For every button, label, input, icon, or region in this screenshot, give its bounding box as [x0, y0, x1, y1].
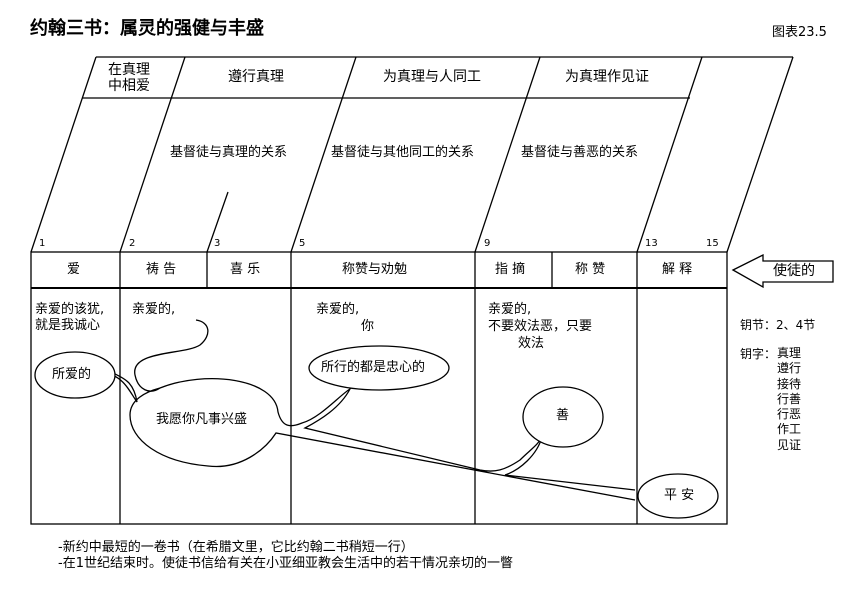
row-label-prayer: 祷 告: [146, 262, 177, 277]
bubble-good-text: 善: [556, 408, 570, 423]
key-word: 接待: [777, 376, 802, 391]
footnote-2: -在1世纪结束时。使徒书信给有关在小亚细亚教会生活中的若干情况亲切的一瞥: [58, 556, 513, 571]
verse-number: 3: [214, 238, 221, 249]
key-words-list: 真理 遵行 接待 行善 行恶 作工 见证: [777, 346, 801, 453]
header-walk-truth: 遵行真理: [228, 69, 284, 85]
row-label-explain: 解 释: [662, 262, 693, 277]
arrow-label: 使徒的: [773, 263, 815, 279]
note-col1-line1: 亲爱的该犹,: [35, 302, 105, 317]
key-word: 行善: [777, 391, 802, 406]
arrow-left-icon: [731, 253, 834, 289]
note-col1-line2: 就是我诚心: [35, 318, 101, 333]
verse-number: 2: [129, 238, 136, 249]
bubble-connector: [111, 371, 138, 403]
key-word: 作工: [777, 422, 802, 437]
key-word: 真理: [777, 346, 802, 360]
relation-truth: 基督徒与真理的关系: [170, 145, 288, 160]
key-word: 见证: [777, 437, 802, 452]
verse-number: 15: [706, 238, 719, 249]
verse-number: 1: [39, 238, 46, 249]
bubble-faithful: [308, 345, 450, 391]
header-love-line2: 中相爱: [108, 78, 150, 94]
table-border: [30, 251, 728, 525]
slant-1: [30, 56, 97, 253]
key-word: 遵行: [777, 361, 802, 376]
row-label-rebuke: 指 摘: [495, 262, 526, 277]
row-label-praise: 称 赞: [575, 262, 606, 277]
verse-number: 9: [484, 238, 491, 249]
note-col2: 亲爱的,: [132, 302, 176, 317]
header-love-line1: 在真理: [108, 62, 150, 78]
row-label-love: 爱: [67, 262, 81, 277]
header-fellow-workers: 为真理与人同工: [383, 69, 481, 85]
relation-workers: 基督徒与其他同工的关系: [331, 145, 475, 160]
key-words-label: 钥字：: [740, 347, 777, 361]
key-word: 行恶: [777, 407, 802, 422]
bubble-beloved: [34, 351, 116, 399]
note-col3-line2: 你: [361, 319, 375, 334]
slant-3: [206, 191, 229, 253]
verse-number: 13: [645, 238, 658, 249]
note-col4-line2: 不要效法恶，只要: [488, 319, 593, 334]
slant-2: [119, 56, 186, 253]
speech-tail: [134, 319, 209, 392]
bubble-peace: [637, 473, 719, 519]
note-col4-line3: 效法: [518, 336, 545, 351]
bubble-faithful-text: 所行的都是忠心的: [321, 360, 426, 375]
row-label-commend: 称赞与劝勉: [342, 262, 408, 277]
slant-13: [636, 56, 703, 253]
slant-5: [290, 56, 357, 253]
relation-good-evil: 基督徒与善恶的关系: [521, 145, 639, 160]
note-col3-line1: 亲爱的,: [316, 302, 360, 317]
header-witness: 为真理作见证: [565, 69, 649, 85]
bubble-beloved-text: 所爱的: [52, 367, 92, 382]
slant-15: [726, 56, 794, 253]
slant-9: [474, 56, 541, 253]
verse-number: 5: [299, 238, 306, 249]
bubble-good: [522, 386, 604, 448]
figure-label: 图表23.5: [772, 25, 827, 40]
page-title: 约翰三书：属灵的强健与丰盛: [30, 18, 264, 39]
footnote-1: -新约中最短的一卷书（在希腊文里，它比约翰二书稍短一行）: [58, 540, 414, 555]
row-label-joy: 喜 乐: [230, 262, 261, 277]
note-col4-line1: 亲爱的,: [488, 302, 532, 317]
key-verses: 钥节：2、4节: [740, 318, 816, 332]
bubble-peace-text: 平 安: [664, 488, 695, 503]
bubble-prosper-text: 我愿你凡事兴盛: [156, 412, 248, 427]
